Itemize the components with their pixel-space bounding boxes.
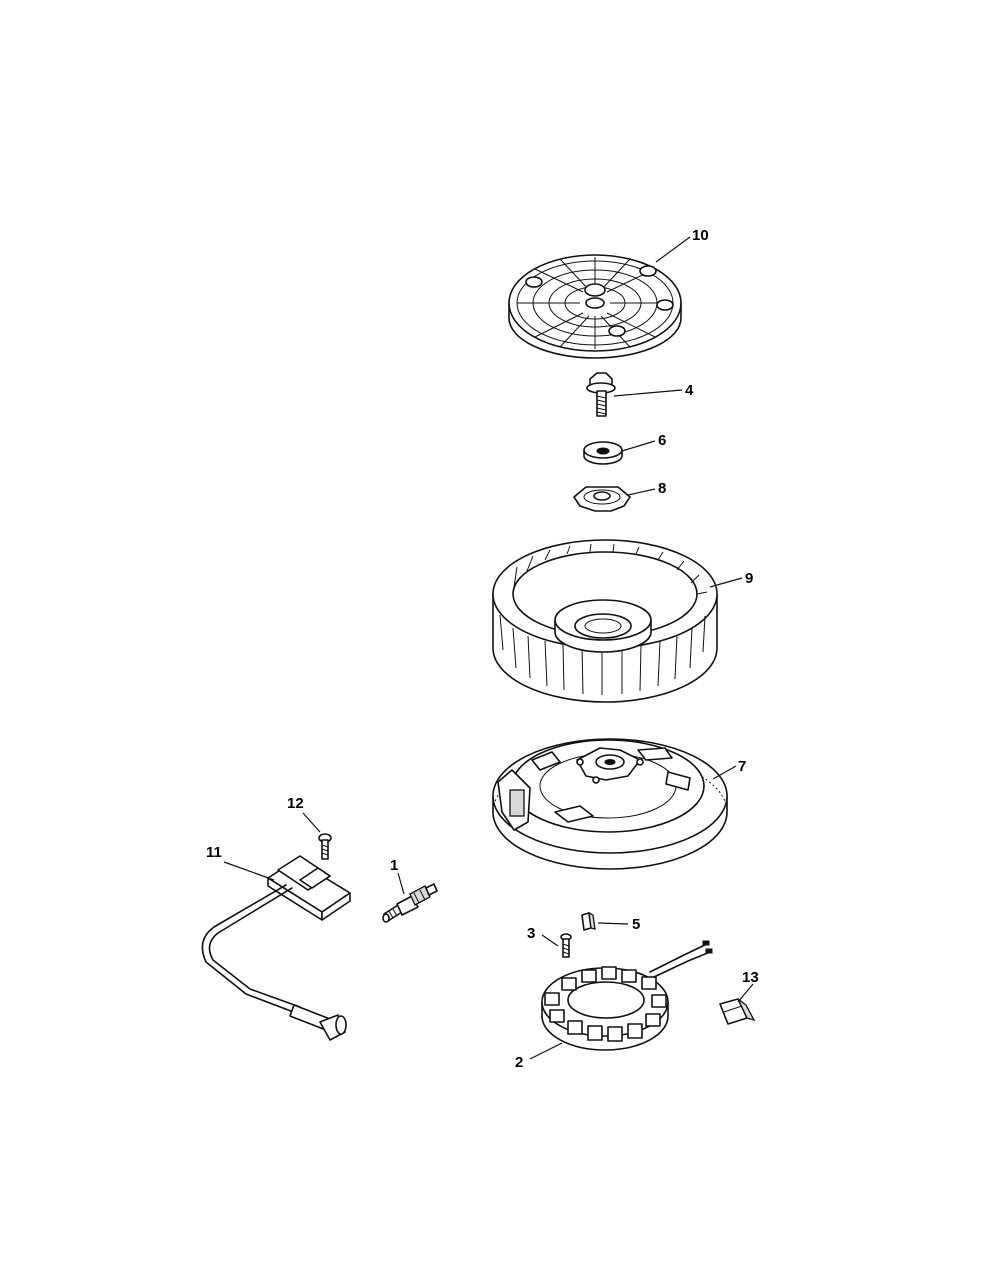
part-7-flywheel-ring-gear[interactable] (492, 738, 728, 870)
part-1-spark-plug[interactable] (382, 883, 438, 923)
part-2-label: 2 (515, 1054, 523, 1071)
part-7-label: 7 (738, 758, 746, 775)
part-8-label: 8 (658, 480, 666, 497)
part-10-grille-screen[interactable] (508, 254, 682, 359)
part-3-screw[interactable] (560, 933, 572, 958)
part-6-washer[interactable] (583, 441, 623, 465)
part-6-label: 6 (658, 432, 666, 449)
part-8-retainer-plate[interactable] (573, 486, 631, 512)
part-2-stator[interactable] (541, 940, 713, 1051)
part-3-label: 3 (527, 925, 535, 942)
part-5-label: 5 (632, 916, 640, 933)
part-11-ignition-module[interactable] (201, 855, 351, 1041)
part-12-bolt[interactable] (318, 833, 332, 860)
part-9-label: 9 (745, 570, 753, 587)
part-4-flange-bolt[interactable] (586, 372, 616, 417)
part-12-label: 12 (287, 795, 304, 812)
part-1-label: 1 (390, 857, 398, 874)
part-9-flywheel-fan[interactable] (492, 539, 718, 703)
part-5-key[interactable] (581, 911, 596, 931)
part-13-label: 13 (742, 969, 759, 986)
part-11-label: 11 (206, 844, 222, 861)
part-4-label: 4 (685, 382, 694, 399)
part-13-connector[interactable] (719, 998, 756, 1025)
part-10-label: 10 (692, 227, 709, 244)
